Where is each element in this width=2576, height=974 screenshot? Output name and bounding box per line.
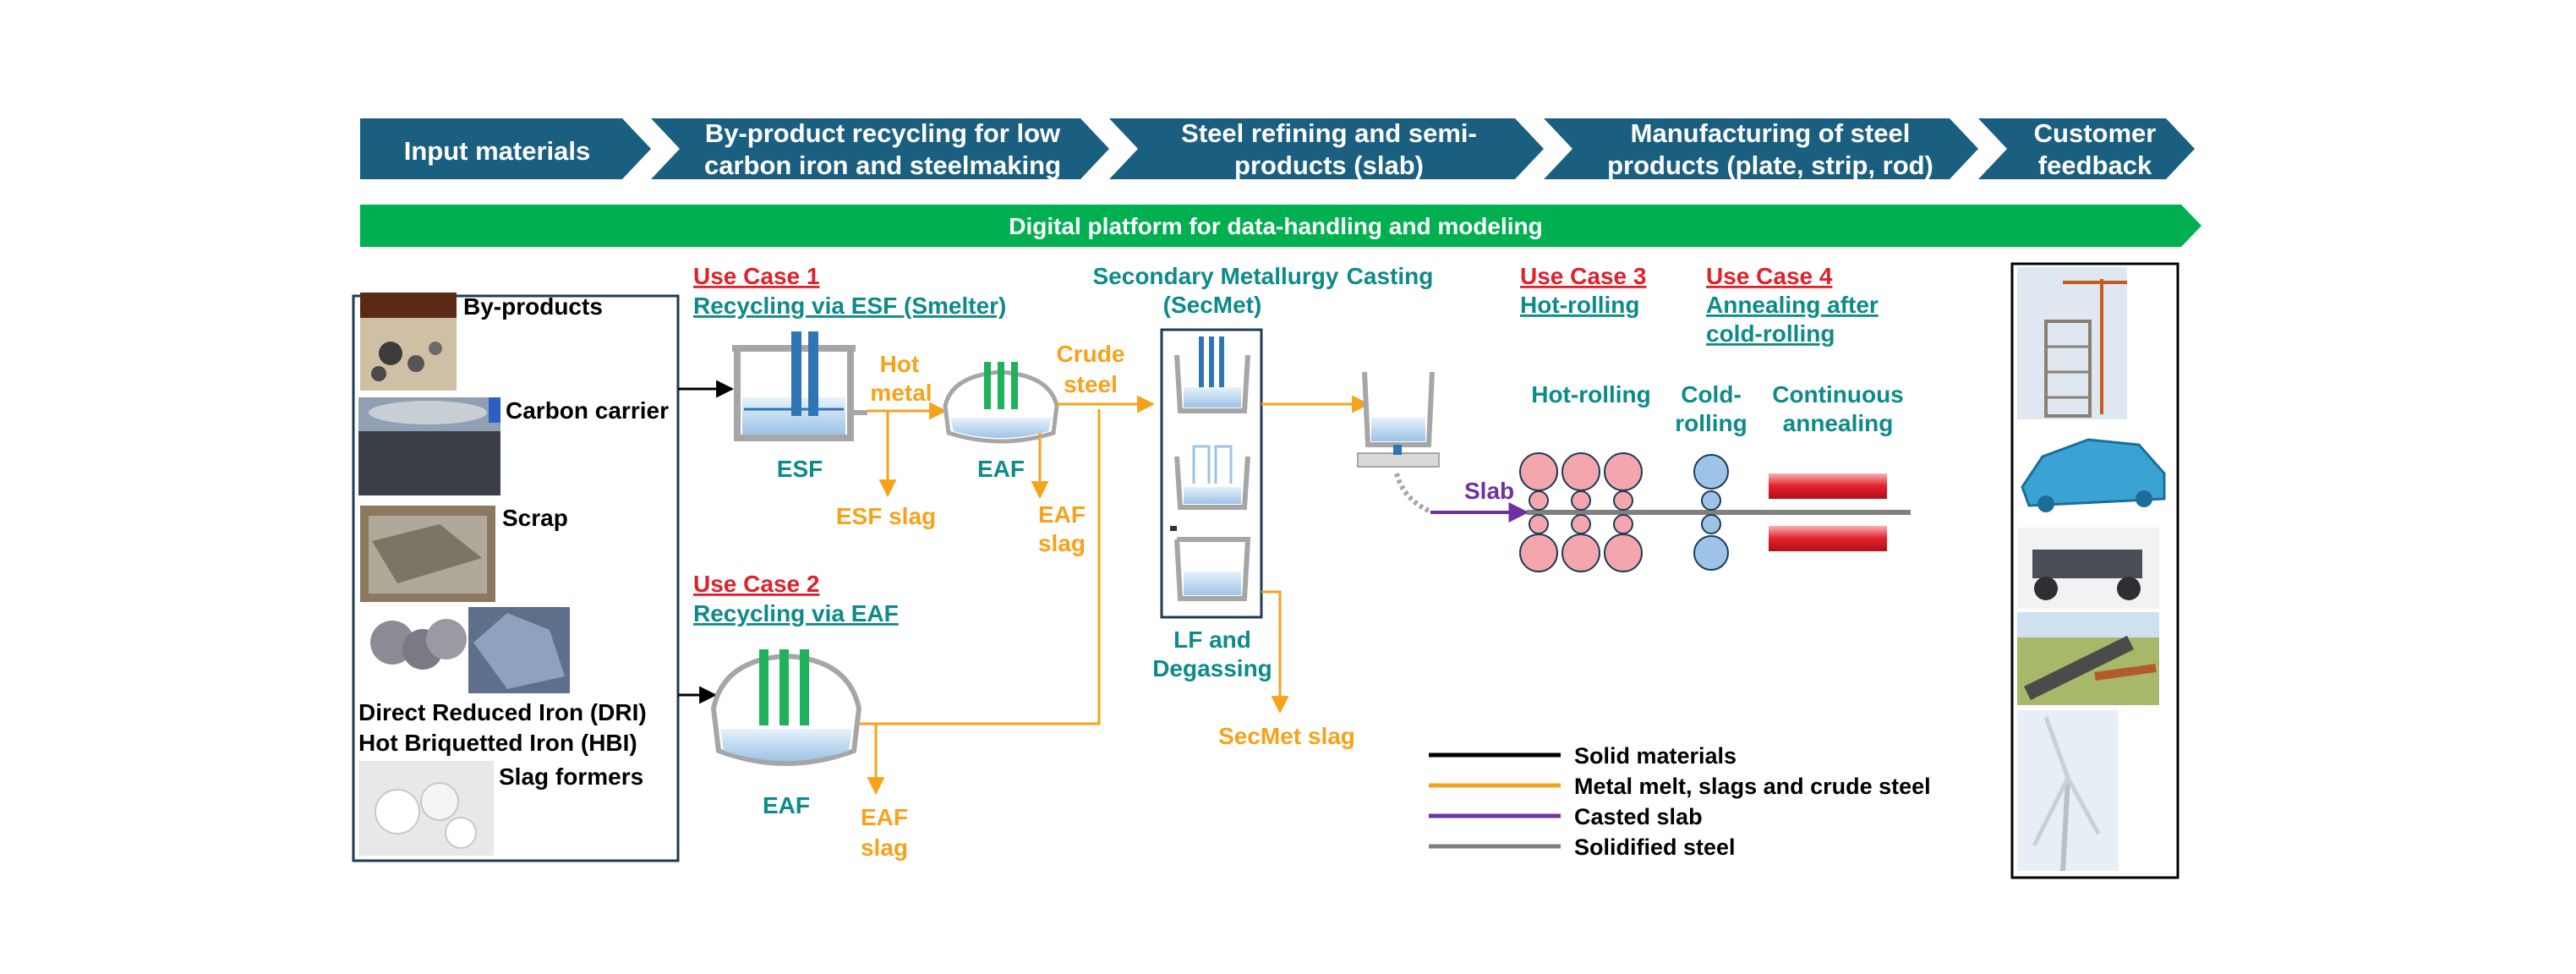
stage-label: Input materials <box>404 136 591 166</box>
lf-label: LF and <box>1173 627 1251 653</box>
cold-rolling-label: rolling <box>1675 410 1747 436</box>
eaf-vessel-small <box>943 362 1059 444</box>
continuous-annealing-label: annealing <box>1783 410 1894 436</box>
eaf-label: EAF <box>977 456 1025 482</box>
stage-label: products (plate, strip, rod) <box>1607 150 1933 180</box>
casting-label: Casting <box>1347 263 1434 289</box>
crude-steel-label: Crude <box>1057 341 1125 367</box>
use-case-2-subtitle: Recycling via EAF <box>693 600 899 627</box>
legend-label: Solid materials <box>1574 743 1736 769</box>
customer-panel <box>2010 262 2179 879</box>
use-case-3-subtitle: Hot-rolling <box>1520 292 1640 318</box>
stage-label: products (slab) <box>1234 150 1424 180</box>
use-case-4-subtitle: cold-rolling <box>1706 320 1835 347</box>
stage-label: Steel refining and semi- <box>1181 118 1477 148</box>
crude-steel-label: steel <box>1064 371 1118 397</box>
use-case-2-title: Use Case 2 <box>693 571 819 597</box>
pipeline-image <box>2017 612 2159 705</box>
railway-bogie-image <box>2017 528 2159 609</box>
wind-turbine-image <box>2017 710 2119 872</box>
slab-label: Slab <box>1464 478 1514 504</box>
legend-label: Casted slab <box>1574 804 1703 829</box>
eaf2-label: EAF <box>763 792 810 818</box>
construction-image <box>2017 267 2127 419</box>
secmet-title: (SecMet) <box>1163 292 1262 318</box>
stage-steel-refining: Steel refining and semi- products (slab) <box>1109 118 1544 180</box>
legend-item: Casted slab <box>1429 804 1703 829</box>
dri-label: Direct Reduced Iron (DRI) <box>358 699 647 725</box>
caster <box>1357 371 1440 513</box>
stage-label: Customer <box>2034 118 2157 148</box>
use-case-1-subtitle: Recycling via ESF (Smelter) <box>693 293 1006 319</box>
cold-rolling-label: Cold- <box>1681 381 1742 408</box>
eaf2-slag-label: EAF <box>861 804 908 830</box>
use-case-1-title: Use Case 1 <box>693 263 819 289</box>
digital-platform-bar: Digital platform for data-handling and m… <box>360 205 2201 247</box>
slag-formers-image <box>358 761 494 856</box>
stage-header: Input materials By-product recycling for… <box>360 118 2195 180</box>
slag-formers-label: Slag formers <box>499 763 643 790</box>
legend-item: Metal melt, slags and crude steel <box>1429 774 1931 799</box>
hbi-label: Hot Briquetted Iron (HBI) <box>358 730 637 756</box>
platform-label: Digital platform for data-handling and m… <box>1009 213 1543 239</box>
eaf2-crude-line <box>859 409 1101 725</box>
secmet-title: Secondary Metallurgy <box>1093 263 1339 289</box>
use-case-4-subtitle: Annealing after <box>1706 292 1879 318</box>
eaf2-slag-label: slag <box>861 834 908 861</box>
esf-label: ESF <box>777 456 823 482</box>
stage-label: Manufacturing of steel <box>1631 118 1911 148</box>
dri-hbi-image <box>370 607 570 693</box>
stage-manufacturing: Manufacturing of steel products (plate, … <box>1544 118 1978 180</box>
stage-customer-feedback: Customer feedback <box>1978 118 2195 180</box>
stage-label: By-product recycling for low <box>705 118 1061 148</box>
byproducts-image <box>360 293 457 391</box>
use-case-3-title: Use Case 3 <box>1520 263 1646 289</box>
secmet-slag-label: SecMet slag <box>1218 723 1355 749</box>
eaf-vessel-large <box>710 649 862 766</box>
legend-label: Solidified steel <box>1574 834 1736 860</box>
continuous-annealing-label: Continuous <box>1772 381 1904 408</box>
esf-slag-label: ESF slag <box>836 503 936 529</box>
rolling-mill <box>1519 452 1911 572</box>
lf-label: Degassing <box>1152 655 1272 681</box>
legend-item: Solid materials <box>1429 743 1736 769</box>
scrap-label: Scrap <box>502 505 568 531</box>
esf-vessel <box>732 331 867 441</box>
carbon-carrier-label: Carbon carrier <box>506 397 669 424</box>
hot-rolling-label: Hot-rolling <box>1531 381 1651 408</box>
secmet-panel <box>1160 328 1263 619</box>
input-materials-panel: By-products Carbon carrier Scrap Direct … <box>352 293 680 862</box>
scrap-image <box>360 506 495 602</box>
eaf-slag-label: slag <box>1038 530 1086 556</box>
car-body-image <box>2021 438 2166 512</box>
stage-byproduct-recycling: By-product recycling for low carbon iron… <box>651 118 1109 180</box>
legend: Solid materials Metal melt, slags and cr… <box>1429 743 1931 860</box>
stage-label: feedback <box>2038 150 2152 180</box>
byproducts-label: By-products <box>463 293 603 320</box>
carbon-carrier-image <box>358 397 500 495</box>
legend-item: Solidified steel <box>1429 834 1736 860</box>
stage-input-materials: Input materials <box>360 118 651 179</box>
hot-metal-label: metal <box>870 380 932 406</box>
use-case-4-title: Use Case 4 <box>1706 263 1833 289</box>
eaf-slag-label: EAF <box>1038 501 1086 528</box>
stage-label: carbon iron and steelmaking <box>704 150 1061 180</box>
legend-label: Metal melt, slags and crude steel <box>1574 774 1931 799</box>
hot-metal-label: Hot <box>880 351 920 377</box>
secmet-slag-arrow <box>1261 590 1289 714</box>
